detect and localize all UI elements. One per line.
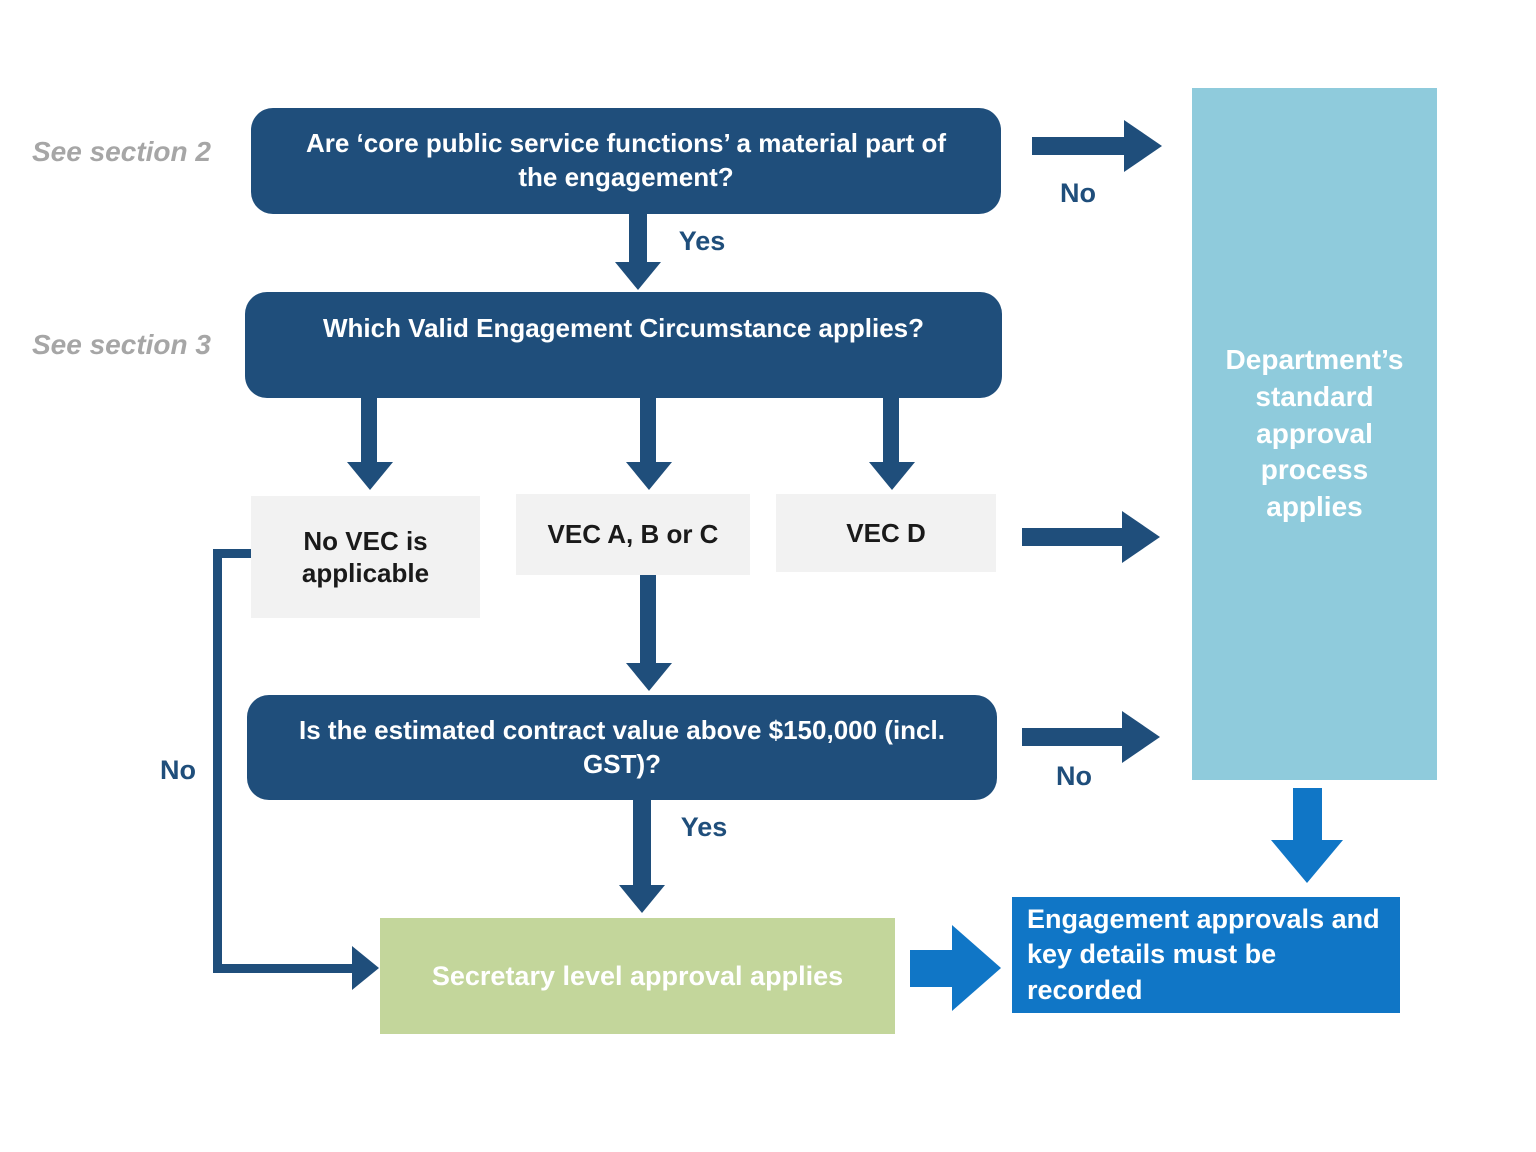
edge-label-value-no: No xyxy=(1056,761,1092,791)
record-approvals-line2: key details must be recorded xyxy=(1027,939,1277,1005)
arrow-secretary-record-head xyxy=(952,925,1001,1011)
see-section-2-label: See section 2 xyxy=(32,136,211,167)
edge-label-value-yes: Yes xyxy=(680,812,728,842)
arrow-standard-record-head xyxy=(1271,840,1343,883)
arrow-value-yes-head xyxy=(619,885,665,913)
node-record-approvals: Engagement approvals and key details mus… xyxy=(1012,897,1400,1013)
arrow-vecd-shaft xyxy=(1022,528,1122,546)
connector-novec-vertical xyxy=(213,549,222,973)
decision-contract-value: Is the estimated contract value above $1… xyxy=(247,695,997,800)
connector-novec-head xyxy=(352,946,379,990)
connector-novec-horizontal xyxy=(213,964,353,973)
arrow-core-no-shaft xyxy=(1032,137,1126,155)
edge-label-core-no: No xyxy=(1060,178,1096,208)
arrow-branch-vecabc-shaft xyxy=(640,398,656,464)
arrow-branch-novec-head xyxy=(347,462,393,490)
node-no-vec: No VEC is applicable xyxy=(251,496,480,618)
arrow-standard-record-shaft xyxy=(1293,788,1322,842)
arrow-vecabc-down-shaft xyxy=(640,575,656,665)
arrow-value-yes-shaft xyxy=(633,800,651,887)
arrow-core-yes-head xyxy=(615,262,661,290)
arrow-branch-novec-shaft xyxy=(361,398,377,464)
node-vec-abc: VEC A, B or C xyxy=(516,494,750,575)
node-vec-d: VEC D xyxy=(776,494,996,572)
see-section-3-label: See section 3 xyxy=(32,329,211,360)
record-approvals-text: Engagement approvals and key details mus… xyxy=(1027,902,1385,1009)
node-secretary-approval: Secretary level approval applies xyxy=(380,918,895,1034)
arrow-core-no-head xyxy=(1124,120,1162,172)
arrow-branch-vecabc-head xyxy=(626,462,672,490)
arrow-branch-vecd-head xyxy=(869,462,915,490)
arrow-value-no-head xyxy=(1122,711,1160,763)
arrow-core-yes-shaft xyxy=(629,214,647,264)
decision-which-vec: Which Valid Engagement Circumstance appl… xyxy=(245,292,1002,398)
edge-label-novec-no: No xyxy=(160,755,196,785)
decision-core-functions: Are ‘core public service functions’ a ma… xyxy=(251,108,1001,214)
arrow-vecd-head xyxy=(1122,511,1160,563)
arrow-value-no-shaft xyxy=(1022,728,1122,746)
node-standard-process: Department’s standard approval process a… xyxy=(1192,88,1437,780)
arrow-vecabc-down-head xyxy=(626,663,672,691)
arrow-branch-vecd-shaft xyxy=(883,398,899,464)
connector-novec-stub xyxy=(213,549,251,558)
arrow-secretary-record-shaft xyxy=(910,950,954,987)
record-approvals-line1: Engagement approvals and xyxy=(1027,903,1380,934)
edge-label-core-yes: Yes xyxy=(678,226,726,256)
